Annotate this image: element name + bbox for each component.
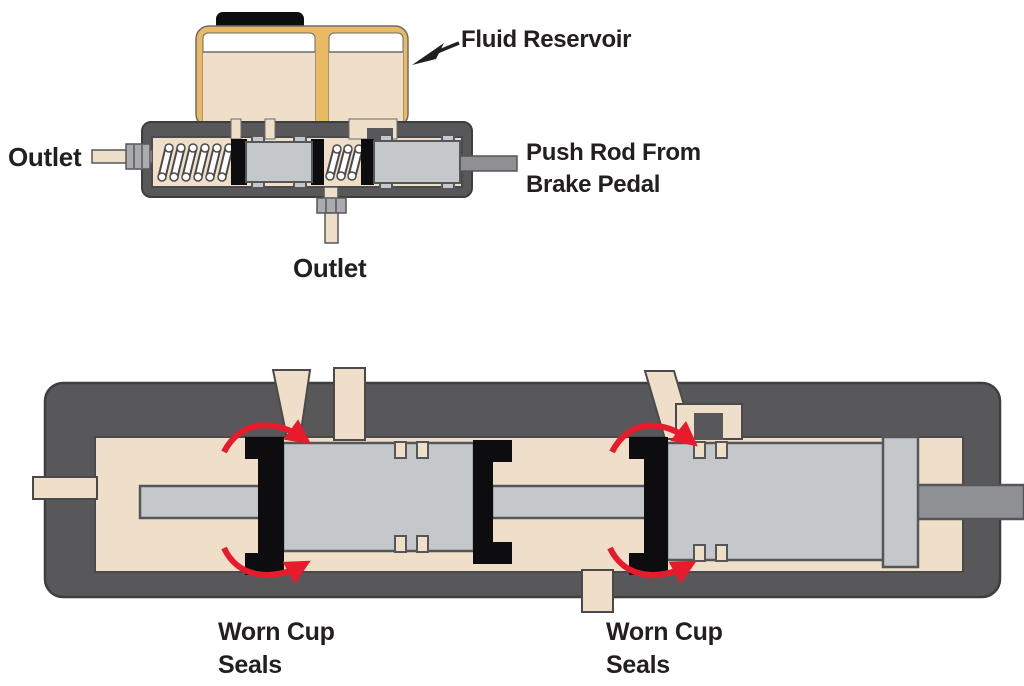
outlet-bottom-label: Outlet <box>293 253 367 283</box>
leak-arrow-top-right <box>609 420 698 454</box>
cup-seals-top-diagram <box>231 139 374 185</box>
left-port-slot <box>32 476 98 500</box>
pistons-closeup <box>281 435 920 569</box>
reservoir-fluid-right <box>329 52 403 126</box>
secondary-piston-rod <box>138 484 264 520</box>
outlet-fitting-left <box>125 143 151 170</box>
master-cylinder-diagram <box>91 12 518 244</box>
port-ring-core <box>694 413 723 440</box>
outlet-fitting-bottom <box>316 197 347 214</box>
intake-port-channel-left <box>333 367 366 441</box>
fluid-reservoir-arrow <box>412 41 460 65</box>
piston-left-closeup <box>281 441 476 553</box>
return-spring-left <box>157 143 234 182</box>
outlet-left-label: Outlet <box>8 142 82 172</box>
fluid-reservoir-label: Fluid Reservoir <box>461 26 632 53</box>
worn-cup-seals-label-left: Worn Cup Seals <box>218 618 335 679</box>
piston-right-flange <box>881 435 920 569</box>
return-spring-right <box>325 144 364 181</box>
leak-arrows <box>221 419 698 584</box>
push-rod-label: Push Rod From Brake Pedal <box>526 139 701 198</box>
bottom-outlet-channel <box>581 569 614 613</box>
worn-cup-seal-right <box>629 437 668 575</box>
pistons-top-diagram <box>245 134 461 190</box>
leak-arrow-bottom-left <box>221 546 311 584</box>
compensating-port <box>230 118 242 140</box>
leak-arrow-top-left <box>221 419 312 454</box>
piston-right-closeup <box>665 441 891 562</box>
cup-seal-middle <box>473 440 512 564</box>
intake-port <box>264 118 276 140</box>
secondary-piston <box>373 140 461 184</box>
primary-piston <box>245 141 313 183</box>
intermediate-rod <box>490 484 648 520</box>
worn-seals-diagram <box>32 367 1024 613</box>
leak-arrow-bottom-right <box>607 546 697 584</box>
reservoir-fluid-left <box>203 52 315 126</box>
push-rod-closeup <box>899 483 1024 521</box>
outlet-pipe-bottom-lower <box>324 212 339 244</box>
worn-cup-seals-label-right: Worn Cup Seals <box>606 618 723 679</box>
